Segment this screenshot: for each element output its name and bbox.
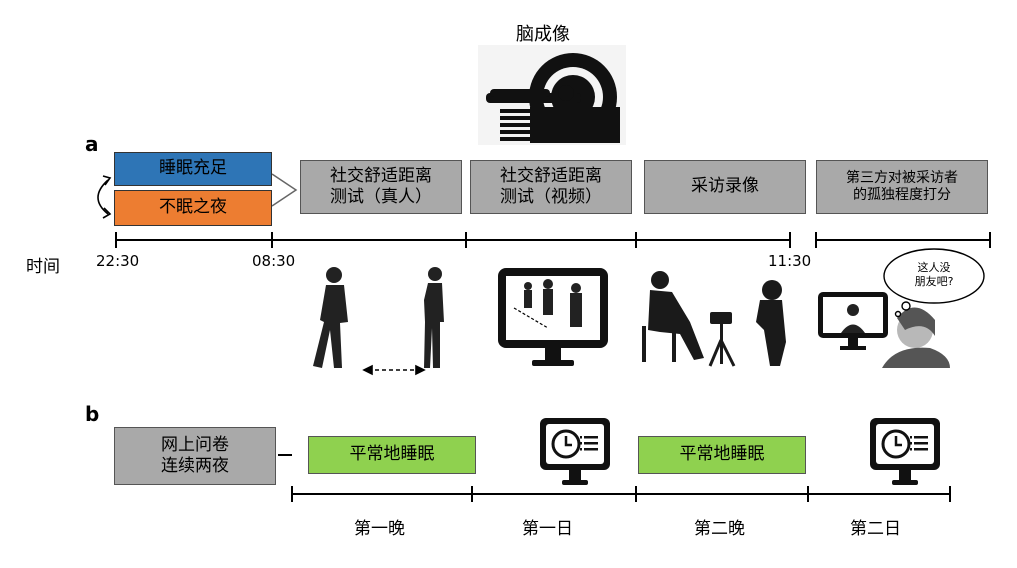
step-real-distance-box: 社交舒适距离 测试（真人）	[300, 160, 462, 214]
standing-person-icon	[424, 267, 444, 368]
walking-person-icon	[313, 267, 348, 368]
monitor-rater-icon	[818, 292, 950, 368]
thought-line2: 朋友吧?	[914, 275, 954, 289]
survey-line2: 连续两夜	[161, 456, 229, 476]
step-rating-box: 第三方对被采访者 的孤独程度打分	[816, 160, 988, 214]
normal-sleep-text-2: 平常地睡眠	[679, 444, 765, 465]
distance-arrow-icon	[362, 364, 426, 376]
sleep-deprived-text: 不眠之夜	[159, 197, 227, 218]
time-0830: 08:30	[252, 252, 296, 270]
step4-line2: 的孤独程度打分	[853, 187, 951, 203]
normal-sleep-text-1: 平常地睡眠	[349, 444, 435, 465]
clock-monitor-icon	[870, 418, 940, 485]
monitor-walkers-icon	[498, 268, 608, 366]
interview-camera-icon	[642, 271, 786, 367]
thought-bubble-icon	[883, 248, 985, 318]
day-label-night1: 第一晚	[354, 519, 405, 539]
day-label-night2: 第二晚	[694, 519, 745, 539]
clock-monitor-icon	[540, 418, 610, 485]
brain-imaging-title: 脑成像	[516, 24, 570, 45]
survey-line1: 网上问卷	[161, 434, 229, 455]
step1-line2: 测试（真人）	[330, 187, 432, 207]
step1-line1: 社交舒适距离	[330, 165, 432, 186]
normal-sleep-box-1: 平常地睡眠	[308, 436, 476, 474]
day-label-day2: 第二日	[850, 519, 901, 539]
step4-line1: 第三方对被采访者	[846, 169, 958, 186]
thought-line1: 这人没	[917, 261, 951, 274]
time-2230: 22:30	[96, 252, 140, 270]
sleep-normal-text: 睡眠充足	[159, 158, 227, 179]
panel-a-label: a	[85, 132, 99, 156]
step2-line2: 测试（视频）	[500, 187, 602, 207]
step2-line1: 社交舒适距离	[500, 165, 602, 186]
sleep-normal-box: 睡眠充足	[114, 152, 272, 186]
day-label-day1: 第一日	[522, 519, 573, 539]
thought-text: 这人没 朋友吧?	[904, 261, 964, 290]
normal-sleep-box-2: 平常地睡眠	[638, 436, 806, 474]
online-survey-box: 网上问卷 连续两夜	[114, 427, 276, 485]
step-video-distance-box: 社交舒适距离 测试（视频）	[470, 160, 632, 214]
timeline-b	[278, 454, 951, 502]
chevron-right-icon	[271, 173, 298, 207]
cycle-arrows-icon	[97, 175, 112, 219]
time-1130: 11:30	[768, 252, 812, 270]
step3-text: 采访录像	[691, 176, 759, 197]
timeline-a	[115, 232, 991, 248]
panel-b-label: b	[85, 402, 100, 426]
mri-scanner-icon	[478, 45, 626, 145]
sleep-deprived-box: 不眠之夜	[114, 190, 272, 226]
time-axis-label: 时间	[26, 257, 60, 277]
step-interview-box: 采访录像	[644, 160, 806, 214]
